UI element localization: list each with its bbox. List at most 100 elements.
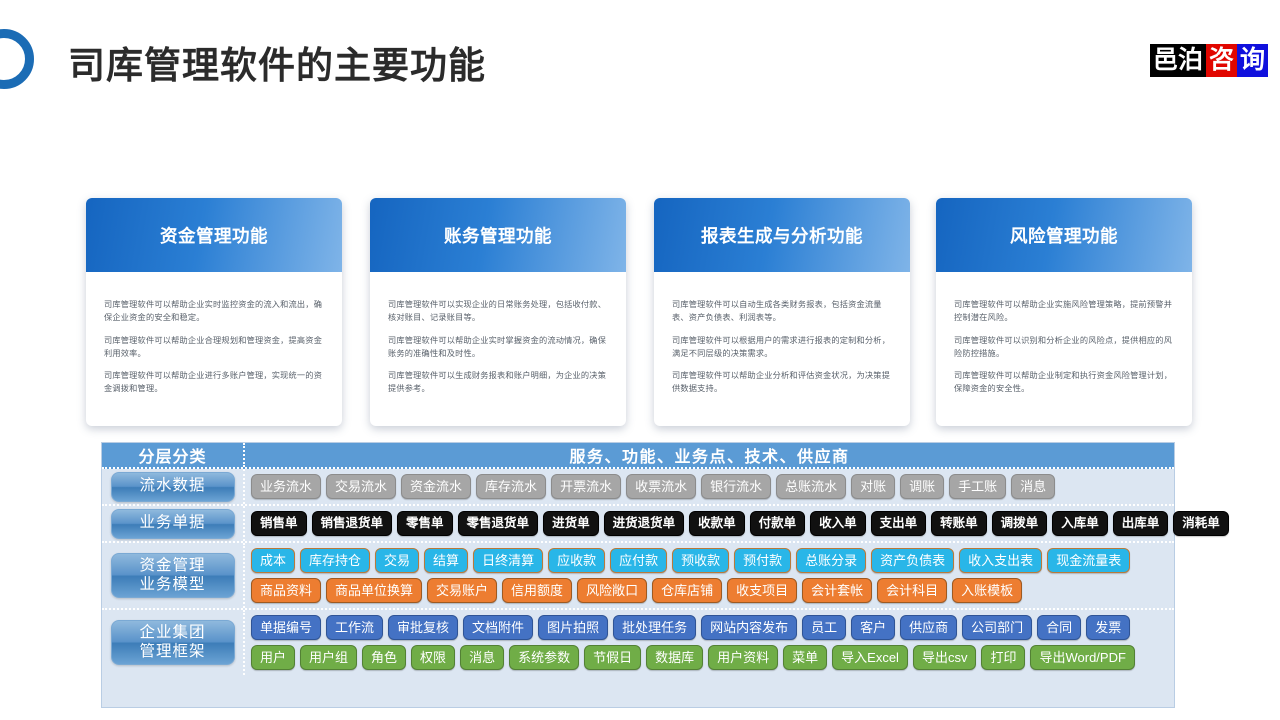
matrix-chip[interactable]: 应付款 [610, 548, 668, 573]
matrix-chip[interactable]: 风险敞口 [577, 578, 648, 603]
matrix-chip[interactable]: 节假日 [584, 645, 642, 670]
matrix-chip[interactable]: 导出csv [912, 645, 977, 670]
matrix-chip[interactable]: 支出单 [870, 511, 927, 536]
matrix-row: 资金管理业务模型成本库存持仓交易结算日终清算应收款应付款预收款预付款总账分录资产… [102, 543, 1174, 610]
feature-card[interactable]: 资金管理功能 司库管理软件可以帮助企业实时监控资金的流入和流出，确保企业资金的安… [86, 198, 342, 426]
matrix-chip[interactable]: 总账分录 [796, 548, 867, 573]
matrix-chip[interactable]: 会计套帐 [802, 578, 873, 603]
matrix-chip[interactable]: 商品单位换算 [326, 578, 423, 603]
matrix-chip[interactable]: 导入Excel [832, 645, 908, 670]
matrix-chip[interactable]: 菜单 [783, 645, 828, 670]
matrix-chip[interactable]: 转账单 [931, 511, 987, 536]
matrix-chip[interactable]: 预收款 [672, 548, 730, 573]
matrix-chip[interactable]: 会计科目 [877, 578, 948, 603]
matrix-chip[interactable]: 零售退货单 [457, 511, 539, 536]
matrix-chip[interactable]: 对账 [851, 474, 896, 499]
matrix-chip[interactable]: 权限 [411, 645, 456, 670]
matrix-chip[interactable]: 收票流水 [626, 474, 697, 499]
matrix-chip[interactable]: 银行流水 [701, 474, 772, 499]
matrix-chip[interactable]: 单据编号 [251, 615, 322, 640]
matrix-chip[interactable]: 批处理任务 [613, 615, 697, 640]
matrix-chip[interactable]: 员工 [802, 615, 847, 640]
matrix-chip[interactable]: 进货退货单 [603, 511, 685, 536]
matrix-chip[interactable]: 收款单 [689, 511, 745, 536]
matrix-chip[interactable]: 消耗单 [1173, 511, 1229, 536]
matrix-row-label[interactable]: 业务单据 [110, 508, 235, 539]
matrix-chip[interactable]: 交易账户 [427, 578, 498, 603]
matrix-chip[interactable]: 资金流水 [401, 474, 472, 499]
matrix-chip[interactable]: 导出Word/PDF [1030, 645, 1135, 670]
matrix-chip[interactable]: 入库单 [1052, 511, 1108, 536]
matrix-row-label[interactable]: 流水数据 [110, 471, 235, 502]
matrix-chip[interactable]: 销售退货单 [311, 511, 393, 536]
feature-cards: 资金管理功能 司库管理软件可以帮助企业实时监控资金的流入和流出，确保企业资金的安… [0, 198, 1280, 433]
matrix-chip[interactable]: 调账 [900, 474, 945, 499]
matrix-chip[interactable]: 用户资料 [708, 645, 779, 670]
matrix-chip[interactable]: 总账流水 [776, 474, 847, 499]
brand-part-3: 询 [1236, 44, 1268, 77]
matrix-row-label[interactable]: 企业集团管理框架 [110, 620, 235, 665]
matrix-chip[interactable]: 用户 [251, 645, 296, 670]
matrix-chip[interactable]: 结算 [424, 548, 469, 573]
matrix-chip[interactable]: 日终清算 [473, 548, 544, 573]
matrix-chip[interactable]: 图片拍照 [538, 615, 609, 640]
matrix-chip[interactable]: 仓库店铺 [652, 578, 723, 603]
matrix-chip[interactable]: 网站内容发布 [701, 615, 798, 640]
matrix-chip[interactable]: 消息 [1011, 474, 1056, 499]
matrix-chip[interactable]: 系统参数 [509, 645, 580, 670]
feature-card[interactable]: 风险管理功能 司库管理软件可以帮助企业实施风险管理策略，提前预警并控制潜在风险。… [936, 198, 1192, 426]
matrix-chip[interactable]: 发票 [1086, 615, 1131, 640]
slide-header: 司库管理软件的主要功能 邑泊 咨 询 [0, 0, 1280, 130]
matrix-chip[interactable]: 出库单 [1112, 511, 1169, 536]
matrix-chip[interactable]: 成本 [251, 548, 296, 573]
matrix-chip[interactable]: 库存持仓 [300, 548, 371, 573]
feature-card-header: 账务管理功能 [370, 198, 626, 272]
matrix-chip[interactable]: 公司部门 [962, 615, 1033, 640]
matrix-chip[interactable]: 工作流 [326, 615, 384, 640]
matrix-row-cells: 销售单销售退货单零售单零售退货单进货单进货退货单收款单付款单收入单支出单转账单调… [245, 506, 1235, 541]
matrix-chip[interactable]: 收支项目 [727, 578, 798, 603]
matrix-chip[interactable]: 信用额度 [502, 578, 573, 603]
page-title: 司库管理软件的主要功能 [68, 45, 486, 86]
matrix-chip[interactable]: 资产负债表 [871, 548, 955, 573]
matrix-chip[interactable]: 合同 [1037, 615, 1082, 640]
matrix-chip[interactable]: 数据库 [646, 645, 704, 670]
feature-card-paragraph: 司库管理软件可以帮助企业制定和执行资金风险管理计划，保障资金的安全性。 [954, 371, 1173, 394]
matrix-chip[interactable]: 预付款 [734, 548, 792, 573]
feature-card[interactable]: 账务管理功能 司库管理软件可以实现企业的日常账务处理，包括收付款、核对账目、记录… [370, 198, 626, 426]
matrix-chip[interactable]: 应收款 [548, 548, 606, 573]
matrix-chip[interactable]: 业务流水 [251, 474, 322, 499]
matrix-row-label-cell: 流水数据 [102, 469, 245, 504]
matrix-chip[interactable]: 消息 [460, 645, 505, 670]
matrix-chip[interactable]: 交易 [375, 548, 420, 573]
matrix-row: 业务单据销售单销售退货单零售单零售退货单进货单进货退货单收款单付款单收入单支出单… [102, 506, 1229, 543]
matrix-row-label[interactable]: 资金管理业务模型 [110, 553, 235, 598]
matrix-chip[interactable]: 收入支出表 [959, 548, 1043, 573]
matrix-chip[interactable]: 库存流水 [476, 474, 547, 499]
matrix-chip[interactable]: 审批复核 [388, 615, 459, 640]
matrix-chip[interactable]: 交易流水 [326, 474, 397, 499]
matrix-chip[interactable]: 供应商 [900, 615, 958, 640]
brand-logo: 邑泊 咨 询 [1149, 44, 1268, 77]
matrix-chip[interactable]: 销售单 [251, 511, 307, 536]
matrix-chip[interactable]: 客户 [851, 615, 896, 640]
matrix-chip[interactable]: 商品资料 [251, 578, 322, 603]
matrix-chip[interactable]: 文档附件 [463, 615, 534, 640]
matrix-chip[interactable]: 付款单 [749, 511, 806, 536]
feature-card-paragraph: 司库管理软件可以帮助企业实施风险管理策略，提前预警并控制潜在风险。 [954, 300, 1173, 323]
feature-card-header: 资金管理功能 [86, 198, 342, 272]
matrix-chip[interactable]: 进货单 [543, 511, 599, 536]
matrix-chip[interactable]: 现金流量表 [1047, 548, 1131, 573]
matrix-chip[interactable]: 用户组 [300, 645, 358, 670]
matrix-chip[interactable]: 零售单 [397, 511, 453, 536]
matrix-chip[interactable]: 角色 [362, 645, 407, 670]
feature-card[interactable]: 报表生成与分析功能 司库管理软件可以自动生成各类财务报表，包括资金流量表、资产负… [654, 198, 910, 426]
matrix-chip[interactable]: 开票流水 [551, 474, 622, 499]
matrix-chip[interactable]: 打印 [981, 645, 1026, 670]
matrix-chip[interactable]: 手工账 [949, 474, 1007, 499]
matrix-chip[interactable]: 入账模板 [952, 578, 1023, 603]
matrix-chip[interactable]: 调拨单 [991, 511, 1048, 536]
brand-part-1: 邑泊 [1149, 44, 1206, 77]
matrix-chip[interactable]: 收入单 [810, 511, 866, 536]
